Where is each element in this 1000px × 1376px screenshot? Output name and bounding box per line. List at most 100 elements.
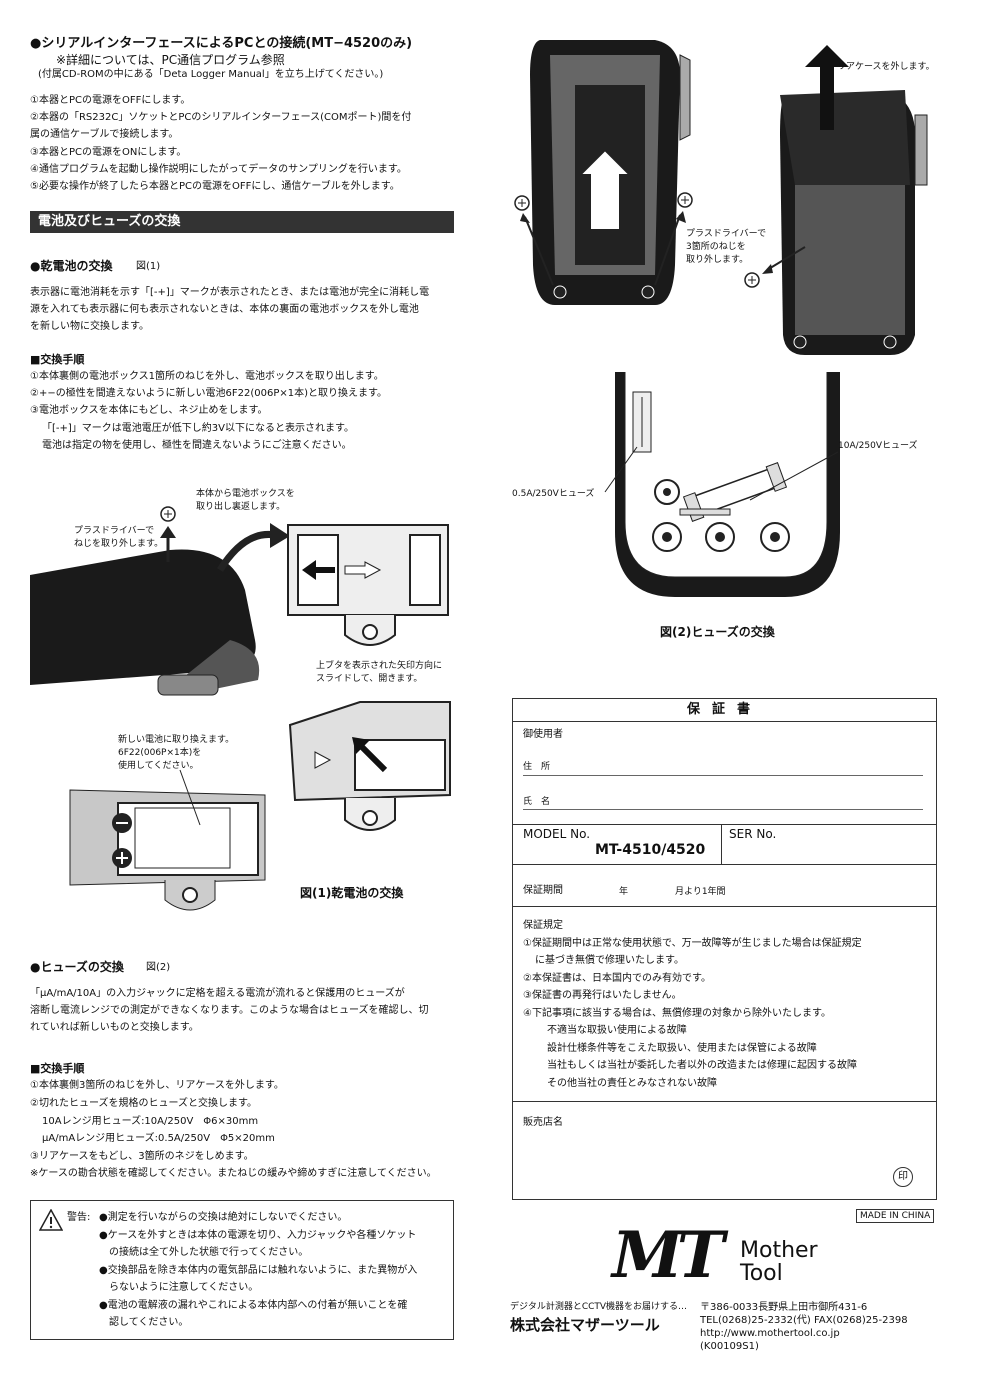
warranty-title: 保証書 bbox=[513, 699, 936, 722]
rear-case-illustration bbox=[514, 40, 928, 355]
warning-item: ●電池の電解液の漏れやこれによる本体内部への付着が無いことを確 bbox=[99, 1300, 408, 1311]
rear-driver-label-2: 3箇所のねじを bbox=[686, 242, 746, 252]
rule-item: ④下記事項に該当する場合は、無償修理の対象から除外いたします。 bbox=[523, 1008, 831, 1019]
fuse-spec: 10Aレンジ用ヒューズ:10A/250V Φ6×30mm bbox=[42, 1116, 259, 1127]
fuse-title: ●ヒューズの交換 bbox=[30, 960, 124, 974]
company-name: 株式会社マザーツール bbox=[510, 1316, 660, 1334]
logo-word-mother: Mother bbox=[740, 1238, 818, 1263]
fig1-label-new-3: 使用してください。 bbox=[118, 761, 199, 771]
fig1-caption: 図(1)乾電池の交換 bbox=[300, 886, 404, 900]
battery-proc-note: 電池は指定の物を使用し、極性を間違えないようにご注意ください。 bbox=[42, 440, 352, 451]
figure2-illustration bbox=[604, 372, 840, 597]
serial-note-1: ※詳細については、PC通信プログラム参照 bbox=[56, 53, 285, 67]
serial-step: ④通信プログラムを起動し操作説明にしたがってデータのサンプリングを行います。 bbox=[30, 164, 407, 175]
warning-label: 警告: bbox=[67, 1212, 91, 1223]
mt-logo-mark: MT bbox=[612, 1218, 740, 1293]
serial-step: ③本器とPCの電源をONにします。 bbox=[30, 147, 187, 158]
fig2-label-05a: 0.5A/250Vヒューズ bbox=[512, 489, 595, 499]
fig1-label-box-2: 取り出し裏返します。 bbox=[196, 502, 286, 512]
serial-step: 属の通信ケーブルで接続します。 bbox=[30, 129, 179, 140]
address-line bbox=[523, 775, 923, 776]
divider bbox=[513, 906, 936, 907]
battery-proc-title: ■交換手順 bbox=[30, 353, 85, 366]
company-address: 〒386-0033長野県上田市御所431-6 bbox=[700, 1302, 868, 1313]
fig1-label-box: 本体から電池ボックスを bbox=[196, 489, 295, 499]
rule-item: ③保証書の再発行はいたしません。 bbox=[523, 990, 682, 1001]
fuse-desc: 溶断し電流レンジでの測定ができなくなります。このような場合はヒューズを確認し、切 bbox=[30, 1005, 429, 1016]
rule-item: ①保証期間中は正常な使用状態で、万一故障等が生じました場合は保証規定 bbox=[523, 938, 862, 949]
company-tel: TEL(0268)25-2332(代) FAX(0268)25-2398 bbox=[700, 1315, 908, 1326]
battery-proc-step: ②+−の極性を間違えないように新しい電池6F22(006P×1本)と取り換えます… bbox=[30, 388, 388, 399]
rule-item: に基づき無償で修理いたします。 bbox=[535, 955, 684, 966]
battery-proc-step: ①本体裏側の電池ボックス1箇所のねじを外し、電池ボックスを取り出します。 bbox=[30, 371, 384, 382]
battery-proc-note: 「[-+]」マークは電池電圧が低下し約3V以下になると表示されます。 bbox=[42, 423, 354, 434]
warning-item: らないように注意してください。 bbox=[109, 1282, 259, 1293]
serial-step: ⑤必要な操作が終了したら本器とPCの電源をOFFにし、通信ケーブルを外します。 bbox=[30, 181, 400, 192]
name-line bbox=[523, 809, 923, 810]
warning-icon bbox=[39, 1209, 63, 1231]
dry-battery-fig-ref: 図(1) bbox=[136, 261, 161, 272]
rear-case-label: リアケースを外します。 bbox=[837, 62, 935, 72]
divider bbox=[721, 824, 722, 864]
logo-mark-text: MT bbox=[612, 1218, 724, 1293]
fuse-proc-note: ※ケースの勘合状態を確認してください。またねじの緩みや締めすぎに注意してください… bbox=[30, 1168, 437, 1179]
warning-item: 認してください。 bbox=[109, 1317, 189, 1328]
warning-box: 警告: ●測定を行いながらの交換は絶対にしないでください。 ●ケースを外すときは… bbox=[30, 1200, 454, 1340]
logo-word-tool: Tool bbox=[740, 1261, 783, 1286]
divider bbox=[513, 1101, 936, 1102]
rear-driver-label: プラスドライバーで bbox=[686, 229, 767, 239]
fig1-label-new: 新しい電池に取り換えます。 bbox=[118, 735, 235, 745]
dry-battery-title: ●乾電池の交換 bbox=[30, 259, 113, 273]
period-year: 年 bbox=[619, 887, 629, 897]
rules-title: 保証規定 bbox=[523, 920, 563, 931]
seal-mark: 印 bbox=[893, 1167, 913, 1187]
rule-subitem: 当社もしくは当社が委託した者以外の改造または修理に起因する故障 bbox=[547, 1060, 857, 1071]
rule-subitem: 不適当な取扱い使用による故障 bbox=[547, 1025, 687, 1036]
footer-tagline: デジタル計測器とCCTV機器をお届けする… bbox=[510, 1302, 688, 1312]
fig1-label-driver-2: ねじを取り外します。 bbox=[74, 539, 164, 549]
rule-subitem: 設計仕様条件等をこえた取扱い、使用または保管による故障 bbox=[547, 1043, 817, 1054]
warning-item: の接続は全て外した状態で行ってください。 bbox=[109, 1247, 309, 1258]
fuse-spec: μA/mAレンジ用ヒューズ:0.5A/250V Φ5×20mm bbox=[42, 1133, 275, 1144]
fig2-label-10a: 10A/250Vヒューズ bbox=[838, 441, 918, 451]
battery-desc: 源を入れても表示器に何も表示されないときは、本体の裏面の電池ボックスを外し電池 bbox=[30, 304, 419, 315]
fuse-desc: れていれば新しいものと交換します。 bbox=[30, 1022, 199, 1033]
ser-label: SER No. bbox=[729, 827, 777, 841]
warning-item: ●交換部品を除き本体内の電気部品には触れないように、また異物が入 bbox=[99, 1265, 418, 1276]
period-month: 月より1年間 bbox=[675, 887, 726, 897]
warranty-card: 保証書 御使用者 住 所 氏 名 MODEL No. MT-4510/4520 … bbox=[512, 698, 937, 1200]
divider bbox=[513, 864, 936, 865]
period-label: 保証期間 bbox=[523, 885, 563, 896]
shop-label: 販売店名 bbox=[523, 1117, 563, 1128]
company-url[interactable]: http://www.mothertool.co.jp bbox=[700, 1328, 840, 1339]
warning-item: ●ケースを外すときは本体の電源を切り、入力ジャックや各種ソケット bbox=[99, 1230, 417, 1241]
serial-step: ①本器とPCの電源をOFFにします。 bbox=[30, 95, 191, 106]
fig1-label-driver: プラスドライバーで bbox=[74, 526, 155, 536]
fig1-label-slide-2: スライドして、開きます。 bbox=[316, 674, 423, 684]
divider bbox=[513, 824, 936, 825]
rear-driver-label-3: 取り外します。 bbox=[686, 255, 749, 265]
fuse-proc-step: ①本体裏側3箇所のねじを外し、リアケースを外します。 bbox=[30, 1080, 284, 1091]
serial-section-title: ●シリアルインターフェースによるPCとの接続(MT−4520のみ) bbox=[30, 36, 413, 51]
fuse-desc: 「μA/mA/10A」の入力ジャックに定格を超える電流が流れると保護用のヒューズ… bbox=[30, 988, 405, 999]
section-bar-battery-fuse: 電池及びヒューズの交換 bbox=[30, 211, 454, 233]
fuse-fig-ref: 図(2) bbox=[146, 962, 171, 973]
model-label: MODEL No. bbox=[523, 827, 591, 841]
serial-step: ②本器の「RS232C」ソケットとPCのシリアルインターフェース(COMポート)… bbox=[30, 112, 412, 123]
warranty-name-label: 氏 名 bbox=[523, 797, 551, 807]
fig2-caption: 図(2)ヒューズの交換 bbox=[660, 625, 775, 639]
figure1-illustration bbox=[30, 506, 451, 911]
battery-proc-step: ③電池ボックスを本体にもどし、ネジ止めをします。 bbox=[30, 405, 268, 416]
rule-subitem: その他当社の責任とみなされない故障 bbox=[547, 1078, 717, 1089]
fig1-label-new-2: 6F22(006P×1本)を bbox=[118, 748, 202, 758]
document-code: (K00109S1) bbox=[700, 1341, 759, 1352]
warranty-address-label: 住 所 bbox=[523, 762, 551, 772]
battery-desc: を新しい物に交換します。 bbox=[30, 321, 149, 332]
made-in-badge: MADE IN CHINA bbox=[856, 1209, 935, 1223]
fuse-proc-step: ③リアケースをもどし、3箇所のネジをしめます。 bbox=[30, 1151, 254, 1162]
fuse-proc-step: ②切れたヒューズを規格のヒューズと交換します。 bbox=[30, 1098, 257, 1109]
fig1-label-slide: 上ブタを表示された矢印方向に bbox=[316, 661, 443, 671]
model-value: MT-4510/4520 bbox=[595, 842, 706, 858]
battery-desc: 表示器に電池消耗を示す「[-+]」マークが表示されたとき、または電池が完全に消耗… bbox=[30, 287, 430, 298]
serial-note-2: (付属CD-ROMの中にある「Deta Logger Manual」を立ち上げて… bbox=[38, 69, 384, 80]
